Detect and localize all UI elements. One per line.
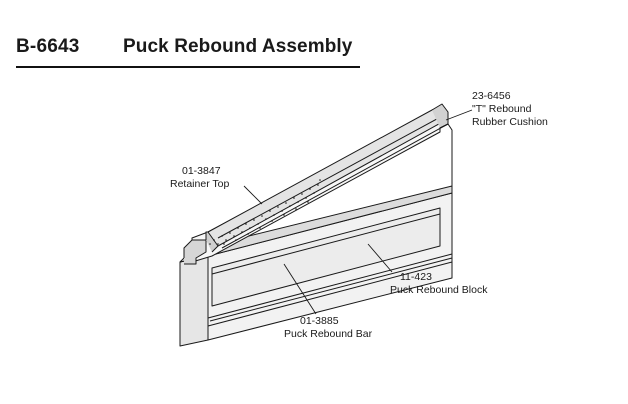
block-groove-lower	[209, 257, 453, 322]
block-groove-upper	[207, 253, 453, 319]
cushion-ridge-line	[217, 113, 447, 239]
callout-rubber-cushion: 23-6456 "T" Rebound Rubber Cushion	[472, 90, 548, 129]
leader-retainer	[243, 185, 263, 205]
leader-bar	[283, 263, 317, 315]
title-bar: B-6643 Puck Rebound Assembly	[16, 36, 360, 68]
bar-label: Puck Rebound Bar	[284, 328, 373, 340]
retainer-end-profile	[183, 239, 207, 265]
retainer-part-number: 01-3847	[182, 165, 221, 177]
block-bottom-edge	[207, 261, 453, 327]
cushion-label-line1: "T" Rebound	[472, 103, 532, 115]
leader-cushion	[445, 109, 473, 121]
block-label: Puck Rebound Block	[390, 284, 488, 296]
rebound-block-front	[179, 255, 209, 347]
page-title: Puck Rebound Assembly	[123, 36, 353, 57]
block-part-number: 11-423	[400, 271, 432, 283]
block-right-end	[439, 123, 453, 278]
retainer-texture	[209, 179, 321, 245]
rebound-bar-face	[211, 207, 441, 307]
bar-part-number: 01-3885	[300, 315, 339, 327]
bar-top-edge	[211, 213, 441, 275]
cushion-label-line2: Rubber Cushion	[472, 116, 548, 128]
part-number: B-6643	[16, 36, 80, 57]
callout-rebound-bar: 01-3885 Puck Rebound Bar	[284, 315, 372, 341]
retainer-label: Retainer Top	[170, 178, 230, 190]
callout-retainer-top: 01-3847 Retainer Top	[170, 165, 250, 191]
callout-rebound-block: 11-423 Puck Rebound Block	[390, 271, 487, 297]
leader-block	[367, 243, 393, 273]
cushion-part-number: 23-6456	[472, 90, 511, 102]
